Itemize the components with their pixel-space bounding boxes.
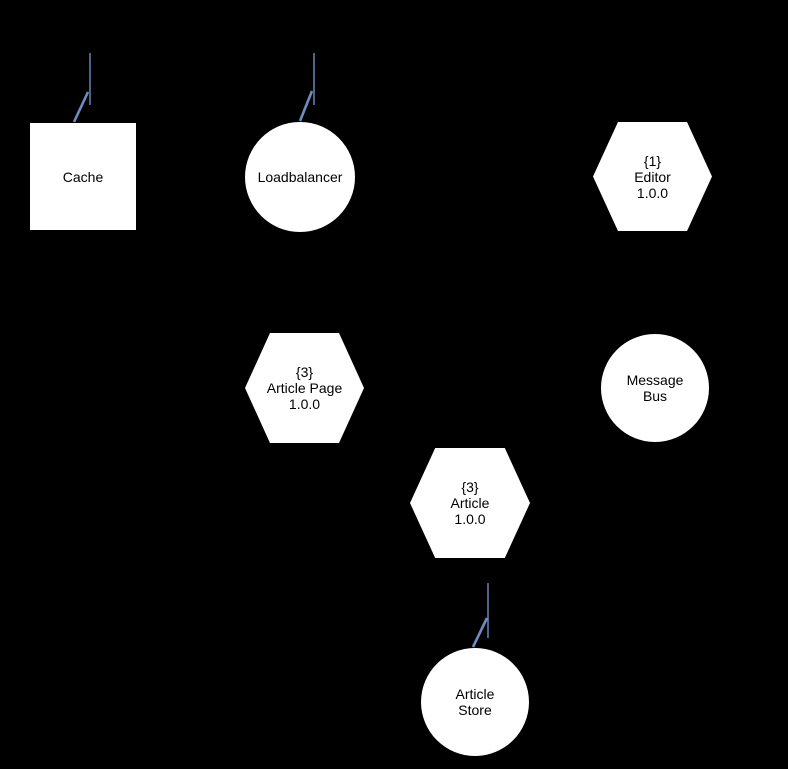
- node-message-bus-line2: Bus: [642, 388, 668, 404]
- node-message-bus-label: Message Bus: [627, 372, 684, 404]
- edge-into-article-store[interactable]: [471, 583, 489, 648]
- node-loadbalancer[interactable]: Loadbalancer: [245, 122, 355, 232]
- edge-into-loadbalancer[interactable]: [298, 53, 315, 122]
- node-message-bus-line1: Message: [626, 372, 684, 388]
- node-article-store[interactable]: Article Store: [421, 648, 529, 756]
- node-cache[interactable]: Cache: [30, 123, 136, 230]
- node-editor-version: 1.0.0: [636, 184, 669, 201]
- node-article-name: Article: [450, 495, 490, 511]
- node-article-version: 1.0.0: [454, 511, 486, 527]
- node-article-page-count: {3}: [295, 364, 314, 380]
- node-article-store-label: Article Store: [456, 686, 495, 718]
- node-editor-name: Editor: [634, 168, 671, 185]
- node-article-page[interactable]: {3} Article Page 1.0.0: [245, 333, 364, 443]
- node-article-page-version: 1.0.0: [288, 396, 321, 412]
- node-editor-count: {1}: [643, 152, 662, 169]
- node-loadbalancer-label: Loadbalancer: [257, 169, 343, 185]
- node-editor[interactable]: {1} Editor 1.0.0: [593, 122, 712, 231]
- node-article[interactable]: {3} Article 1.0.0: [410, 448, 530, 558]
- node-article-page-name: Article Page: [266, 380, 343, 396]
- node-message-bus[interactable]: Message Bus: [601, 334, 709, 442]
- node-article-page-label: {3} Article Page 1.0.0: [267, 364, 342, 412]
- edge-into-loadbalancer-diagonal-segment[interactable]: [298, 90, 314, 122]
- node-article-store-line2: Store: [458, 702, 492, 718]
- node-article-label: {3} Article 1.0.0: [451, 479, 490, 527]
- node-cache-label: Cache: [62, 168, 104, 185]
- edge-into-cache[interactable]: [72, 53, 91, 123]
- node-editor-label: {1} Editor 1.0.0: [634, 153, 671, 201]
- edge-into-article-store-diagonal-segment[interactable]: [471, 617, 489, 648]
- node-article-store-line1: Article: [455, 686, 495, 702]
- node-article-count: {3}: [461, 479, 479, 495]
- edge-into-cache-diagonal-segment[interactable]: [72, 91, 90, 123]
